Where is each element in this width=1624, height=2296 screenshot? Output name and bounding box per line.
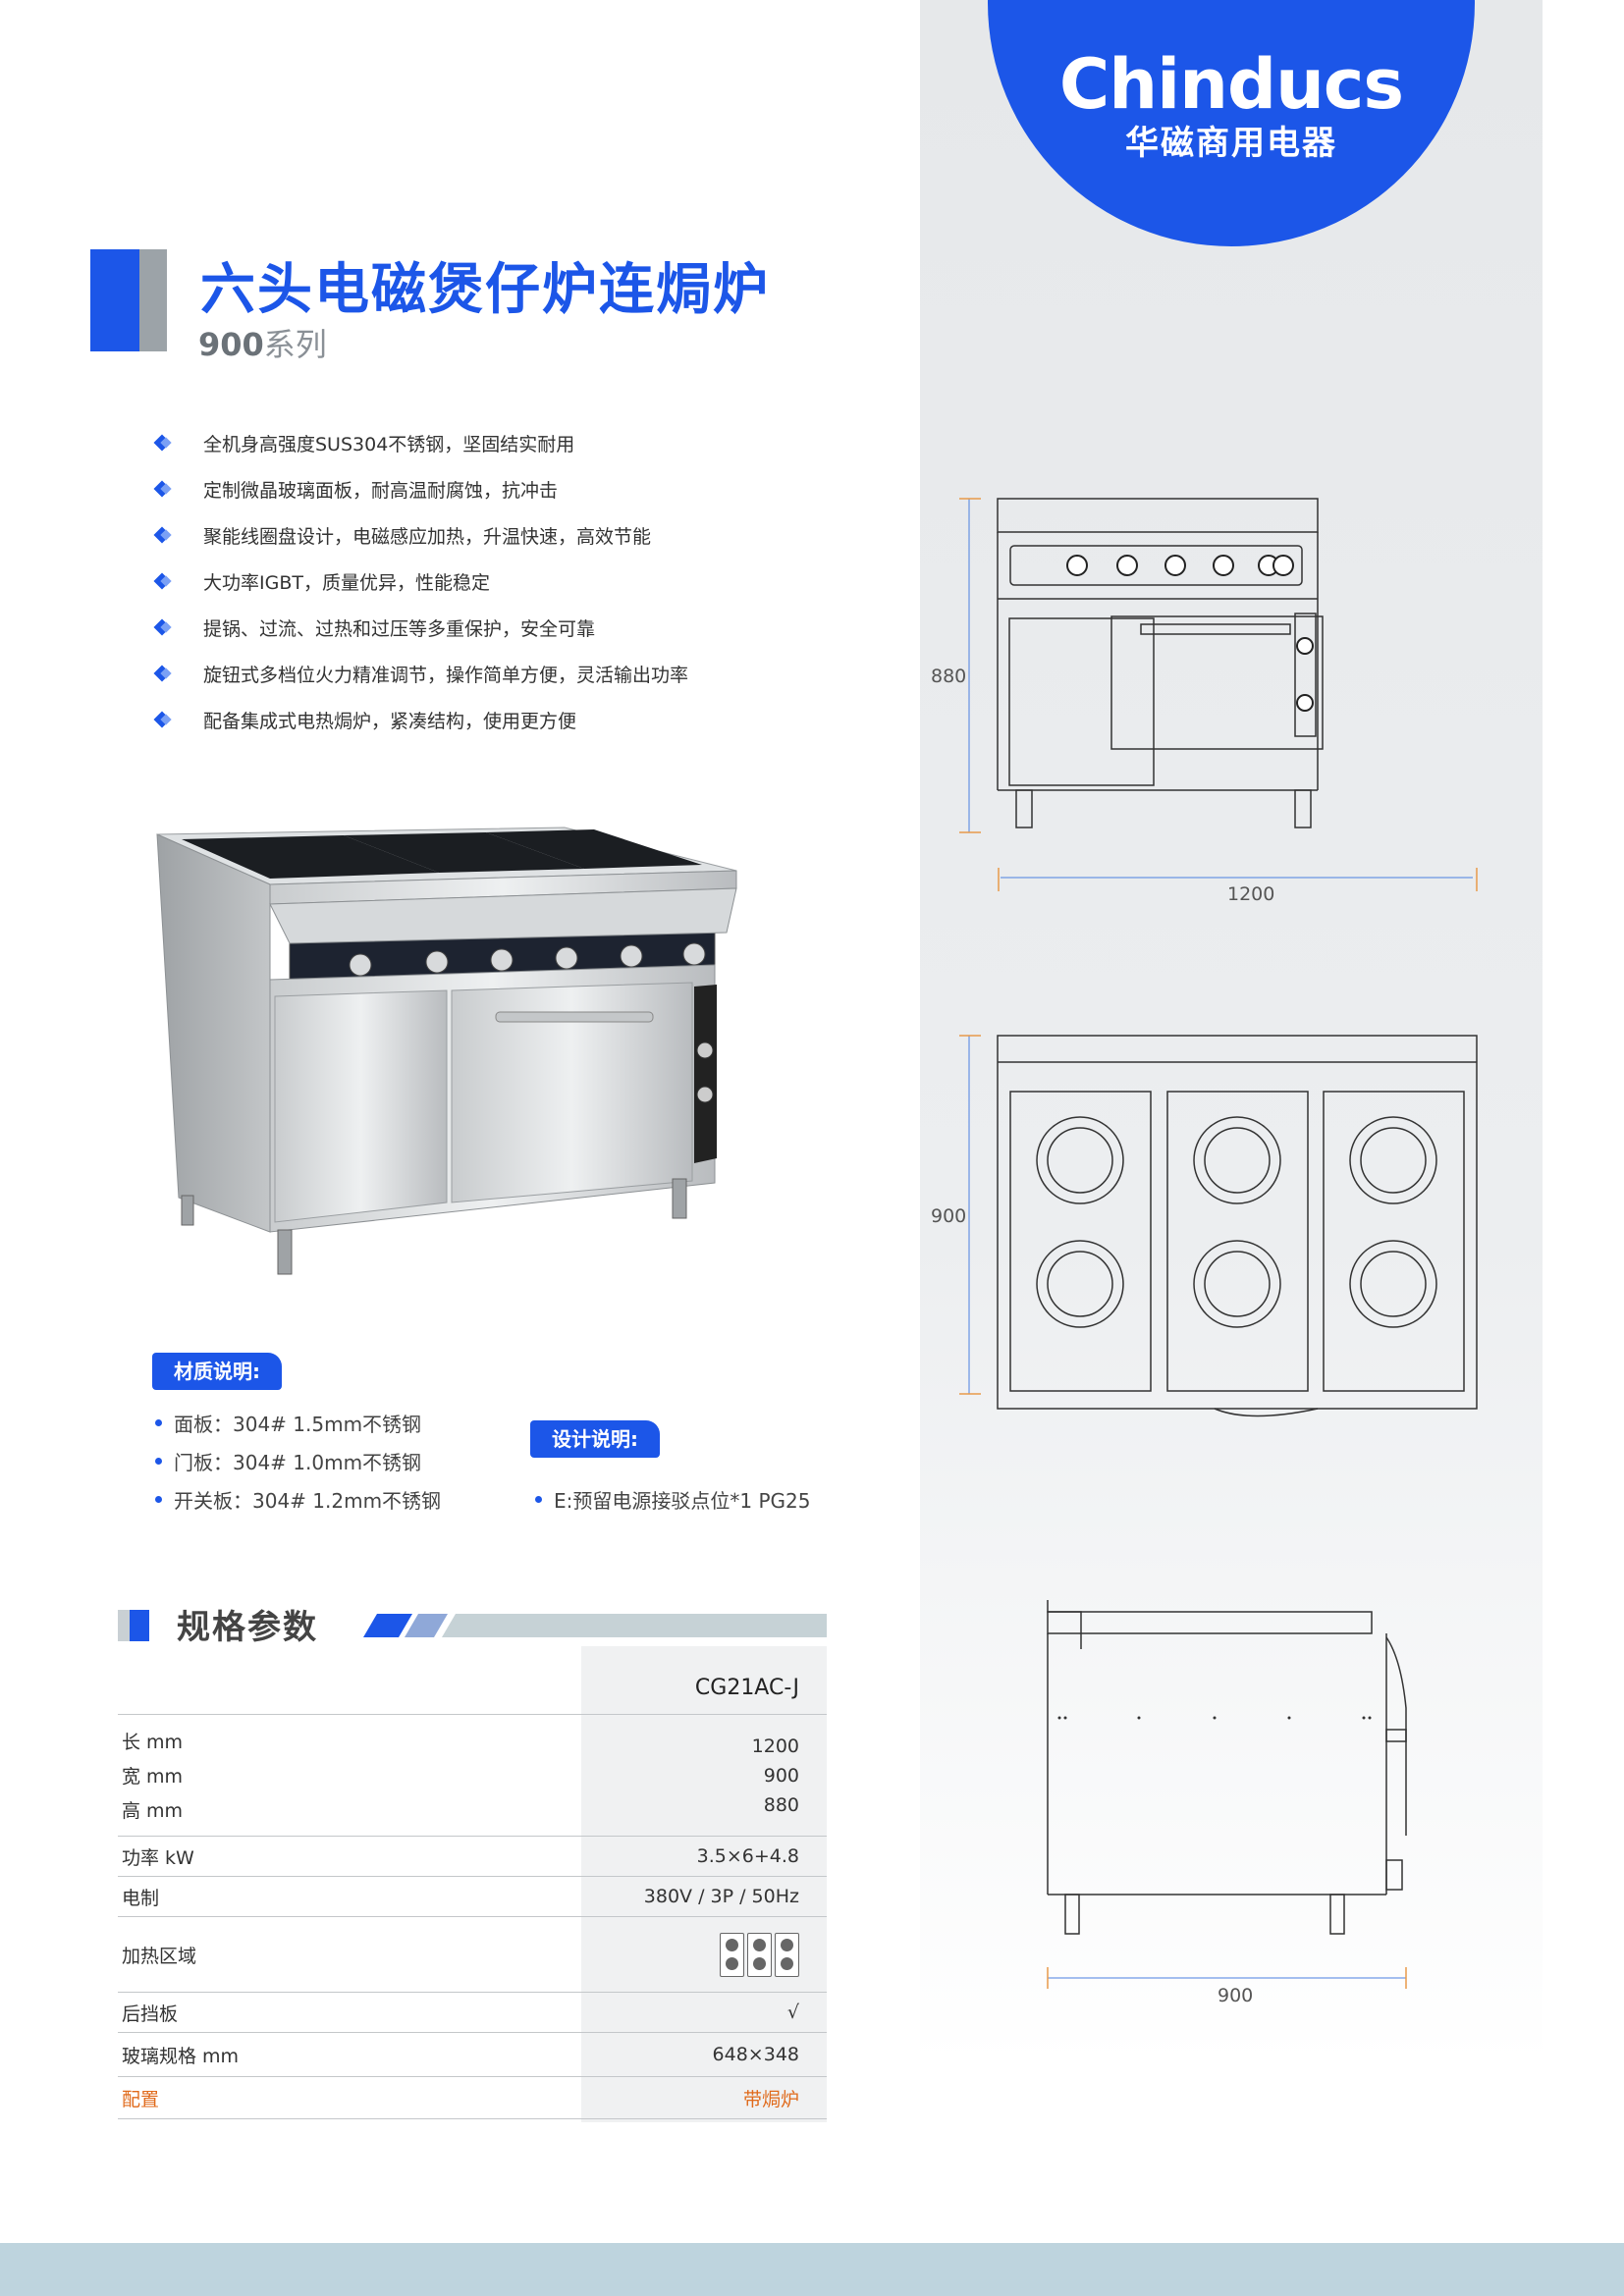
materials-label: 材质说明:	[152, 1353, 282, 1390]
spec-value: 3.5×6+4.8	[696, 1845, 799, 1867]
bullet-dot-icon	[155, 1496, 162, 1503]
spec-value: 648×348	[712, 2044, 799, 2065]
brand-name-cn: 华磁商用电器	[1125, 124, 1337, 163]
spec-value: 900	[763, 1764, 799, 1787]
design-label: 设计说明:	[530, 1420, 660, 1458]
spec-title: 规格参数	[177, 1608, 318, 1647]
table-row: 功率 kW 3.5×6+4.8	[118, 1837, 827, 1877]
table-row: 长 mm 宽 mm 高 mm 1200 900 880	[118, 1715, 827, 1837]
feature-text: 全机身高强度SUS304不锈钢，坚固结实耐用	[203, 434, 575, 455]
feature-item: 提锅、过流、过热和过压等多重保护，安全可靠	[152, 605, 688, 651]
front-width-label: 1200	[1227, 883, 1275, 905]
front-height-label: 880	[931, 666, 967, 687]
feature-item: 聚能线圈盘设计，电磁感应加热，升温快速，高效节能	[152, 512, 688, 559]
feature-text: 配备集成式电热焗炉，紧凑结构，使用更方便	[203, 711, 577, 732]
series-number: 900	[198, 326, 264, 363]
spec-label: 配置	[122, 2088, 160, 2110]
title-accent-blue	[90, 249, 139, 351]
side-view-drawing	[1047, 1600, 1407, 1989]
list-item: 门板：304# 1.0mm不锈钢	[155, 1442, 441, 1480]
spec-value: √	[786, 2002, 799, 2023]
table-row: CG21AC-J	[118, 1646, 827, 1715]
heating-zone-icon	[720, 1932, 799, 1977]
list-item: 面板：304# 1.5mm不锈钢	[155, 1404, 441, 1442]
spec-value-column	[581, 1646, 827, 2122]
spec-value: 380V / 3P / 50Hz	[643, 1886, 799, 1907]
side-depth-label: 900	[1218, 1985, 1254, 2006]
table-cell: 1200 900 880	[581, 1715, 827, 1836]
spec-label: 电制	[122, 1887, 160, 1909]
bullet-diamond-icon	[152, 527, 174, 545]
bullet-dot-icon	[155, 1458, 162, 1465]
bullet-diamond-icon	[152, 481, 174, 499]
top-view-drawing	[959, 1035, 1478, 1417]
bullet-diamond-icon	[152, 573, 174, 591]
feature-item: 大功率IGBT，质量优异，性能稳定	[152, 559, 688, 605]
spec-label: 宽 mm	[122, 1766, 184, 1788]
top-depth-label: 900	[931, 1205, 967, 1227]
feature-text: 聚能线圈盘设计，电磁感应加热，升温快速，高效节能	[203, 526, 652, 548]
feature-text: 提锅、过流、过热和过压等多重保护，安全可靠	[203, 618, 596, 640]
table-cell	[581, 1932, 827, 1977]
model-number: CG21AC-J	[694, 1676, 799, 1700]
spec-label: 后挡板	[122, 2002, 179, 2025]
table-cell: 长 mm 宽 mm 高 mm	[118, 1715, 581, 1836]
bullet-diamond-icon	[152, 712, 174, 729]
front-view-drawing	[959, 498, 1478, 891]
series-label: 900系列	[198, 320, 327, 365]
feature-item: 旋钮式多档位火力精准调节，操作简单方便，灵活输出功率	[152, 651, 688, 697]
bullet-dot-icon	[155, 1419, 162, 1426]
spec-accent-blue	[130, 1610, 149, 1641]
design-text: E:预留电源接驳点位*1 PG25	[554, 1489, 811, 1513]
spec-table: CG21AC-J 长 mm 宽 mm 高 mm 1200 900 880 功率 …	[118, 1646, 827, 2119]
material-text: 门板：304# 1.0mm不锈钢	[174, 1451, 422, 1474]
table-row: 加热区域	[118, 1917, 827, 1993]
table-row: 后挡板 √	[118, 1993, 827, 2033]
product-image	[156, 827, 737, 1275]
spec-accent-gray	[118, 1610, 130, 1641]
bullet-diamond-icon	[152, 666, 174, 683]
spec-value: 带焗炉	[742, 2088, 799, 2110]
table-row: 配置 带焗炉	[118, 2077, 827, 2119]
feature-item: 定制微晶玻璃面板，耐高温耐腐蚀，抗冲击	[152, 466, 688, 512]
spec-label: 功率 kW	[122, 1846, 194, 1869]
material-text: 面板：304# 1.5mm不锈钢	[174, 1413, 422, 1436]
feature-text: 旋钮式多档位火力精准调节，操作简单方便，灵活输出功率	[203, 665, 689, 686]
materials-list: 面板：304# 1.5mm不锈钢 门板：304# 1.0mm不锈钢 开关板：30…	[155, 1404, 441, 1519]
list-item: 开关板：304# 1.2mm不锈钢	[155, 1480, 441, 1519]
spec-value: 1200	[751, 1735, 799, 1757]
bullet-dot-icon	[535, 1496, 542, 1503]
feature-list: 全机身高强度SUS304不锈钢，坚固结实耐用 定制微晶玻璃面板，耐高温耐腐蚀，抗…	[152, 420, 688, 743]
page-title: 六头电磁煲仔炉连焗炉	[200, 258, 770, 322]
table-row: 电制 380V / 3P / 50Hz	[118, 1877, 827, 1917]
right-panel-background	[920, 0, 1543, 2243]
brand-name-en: Chinducs	[1058, 44, 1404, 125]
spec-label: 加热区域	[122, 1945, 197, 1967]
spec-label: 玻璃规格 mm	[122, 2045, 240, 2067]
bullet-diamond-icon	[152, 619, 174, 637]
feature-item: 配备集成式电热焗炉，紧凑结构，使用更方便	[152, 697, 688, 743]
title-accent-gray	[139, 249, 167, 351]
spec-value: 880	[763, 1793, 799, 1816]
spec-header-stripe	[363, 1614, 827, 1637]
design-item: E:预留电源接驳点位*1 PG25	[535, 1480, 810, 1519]
feature-item: 全机身高强度SUS304不锈钢，坚固结实耐用	[152, 420, 688, 466]
material-text: 开关板：304# 1.2mm不锈钢	[174, 1489, 442, 1513]
feature-text: 定制微晶玻璃面板，耐高温耐腐蚀，抗冲击	[203, 480, 559, 502]
table-row: 玻璃规格 mm 648×348	[118, 2033, 827, 2077]
series-suffix: 系列	[263, 326, 327, 363]
footer-bar	[0, 2243, 1624, 2296]
spec-label: 高 mm	[122, 1800, 184, 1822]
spec-label: 长 mm	[122, 1732, 184, 1753]
bullet-diamond-icon	[152, 435, 174, 453]
feature-text: 大功率IGBT，质量优异，性能稳定	[203, 572, 490, 594]
